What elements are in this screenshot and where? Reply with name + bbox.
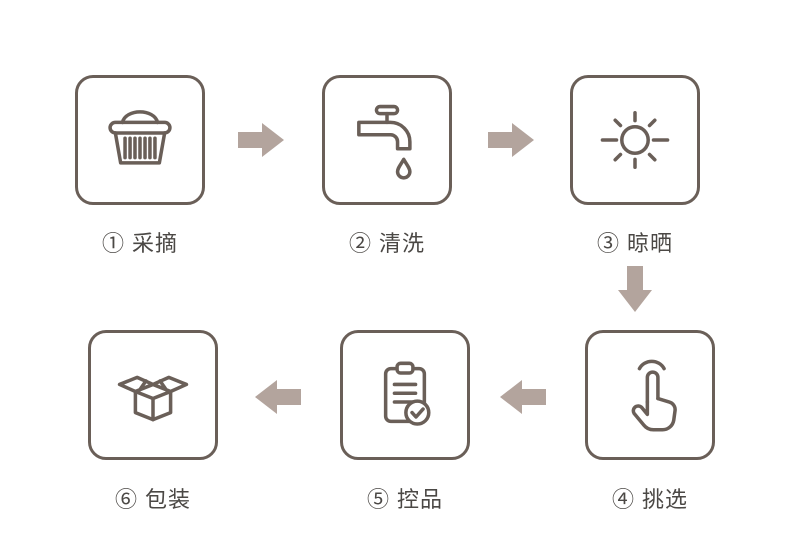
arrow-left-icon-5-6 xyxy=(255,378,301,416)
arrow-left-icon-4-5 xyxy=(500,378,546,416)
hand-pick-icon xyxy=(631,359,677,432)
open-box-icon xyxy=(117,375,189,422)
arrow-right-icon-2-3 xyxy=(488,121,534,159)
step-card-6 xyxy=(88,330,218,460)
clipboard-check-icon xyxy=(383,361,431,426)
step-label-4: ④ 挑选 xyxy=(611,487,689,512)
arrow-right-icon-1-2 xyxy=(238,121,284,159)
sun-icon xyxy=(600,110,670,170)
step-label-5: ⑤ 控品 xyxy=(366,487,444,512)
arrow-down-icon-3-4 xyxy=(616,266,654,312)
step-label-2: ② 清洗 xyxy=(348,231,426,256)
step-label-6: ⑥ 包装 xyxy=(114,487,192,512)
step-card-3 xyxy=(570,75,700,205)
step-label-1: ① 采摘 xyxy=(101,231,179,256)
step-card-4 xyxy=(585,330,715,460)
step-card-2 xyxy=(322,75,452,205)
faucet-icon xyxy=(357,104,412,180)
step-card-5 xyxy=(340,330,470,460)
basket-icon xyxy=(108,110,172,165)
step-card-1 xyxy=(75,75,205,205)
step-label-3: ③ 晾晒 xyxy=(596,231,674,256)
